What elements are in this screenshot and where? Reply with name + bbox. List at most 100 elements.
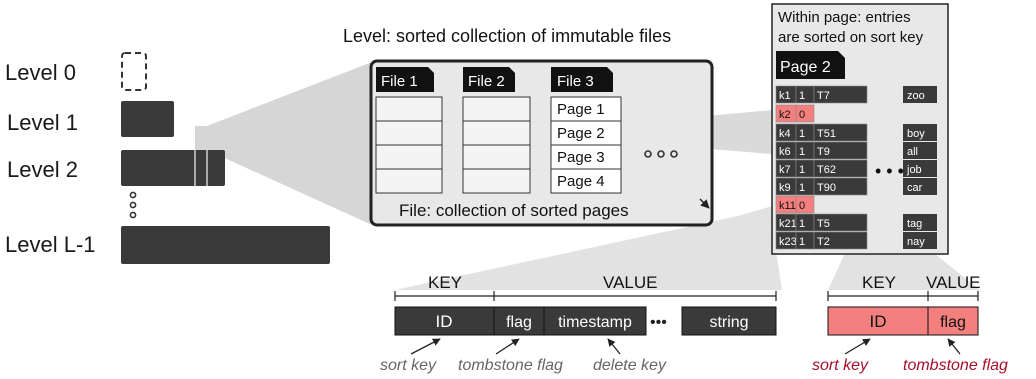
entry-key: k9 xyxy=(779,182,791,194)
entry-value: all xyxy=(907,146,918,158)
entry-row: k1 1 T7 zoo xyxy=(775,85,937,104)
levelL1-bar xyxy=(121,226,330,264)
file3-pages: Page 1 Page 2 Page 3 Page 4 xyxy=(550,96,622,194)
field-ellipsis: ••• xyxy=(650,314,667,331)
flag-field-label: flag xyxy=(506,314,532,331)
entry-row: k7 1 T62 job xyxy=(775,159,937,178)
entry-ts-cell xyxy=(813,231,868,250)
entry-key: k6 xyxy=(779,146,791,158)
timestamp-field xyxy=(543,306,647,336)
tomb-id-field xyxy=(827,306,929,336)
tomb-annotation-arrows xyxy=(844,338,961,355)
page-tab: Page 2 xyxy=(776,51,845,79)
entry-value-cell xyxy=(903,214,937,231)
entry-flag: 1 xyxy=(799,90,805,102)
level-label: Level L-1 xyxy=(5,232,96,257)
entry-flag: 1 xyxy=(799,146,805,158)
level-label: Level 0 xyxy=(5,60,76,85)
key-header: KEY xyxy=(428,273,462,292)
entry-key: k2 xyxy=(779,109,791,121)
entry-key: k21 xyxy=(779,218,797,230)
entry-flag: 1 xyxy=(799,236,805,248)
entry-key: k4 xyxy=(779,128,791,140)
entry-ts: T2 xyxy=(817,236,830,248)
page-view-title: Within page: entries xyxy=(778,9,911,26)
tomb-flag-field xyxy=(927,306,979,336)
file-caption: File: collection of sorted pages xyxy=(399,201,629,220)
entry-value-cell xyxy=(903,142,937,159)
entry-ts-cell xyxy=(813,141,868,160)
entry-ts-cell xyxy=(813,177,868,196)
svg-text:File 3: File 3 xyxy=(557,73,594,90)
entry-value: zoo xyxy=(907,90,925,102)
level2-bar xyxy=(121,150,225,186)
page-view-title: are sorted on sort key xyxy=(778,29,924,46)
entry-ts: T90 xyxy=(817,182,836,194)
horizontal-ellipsis-icon xyxy=(644,150,678,158)
zoom-band-level xyxy=(195,62,372,225)
tomb-annotation: sort key xyxy=(812,357,869,374)
page-label: Page 1 xyxy=(557,101,605,118)
entry-value-cell xyxy=(903,124,937,141)
entry-brackets xyxy=(394,291,777,301)
entry-key: k11 xyxy=(779,200,796,212)
tomb-annotation: tombstone flag xyxy=(903,357,1008,374)
entry-flag: 1 xyxy=(799,164,805,176)
tomb-id-label: ID xyxy=(870,312,887,331)
entry-value: job xyxy=(906,164,922,176)
entry-row: k6 1 T9 all xyxy=(775,141,937,160)
svg-text:File 2: File 2 xyxy=(468,73,505,90)
level-label: Level 1 xyxy=(7,110,78,135)
entry-flag: 1 xyxy=(799,128,805,140)
entry-value-cell xyxy=(903,86,937,103)
annotation: delete key xyxy=(593,357,667,374)
entry-value: car xyxy=(907,182,923,194)
value-header: VALUE xyxy=(603,273,658,292)
level-view-title: Level: sorted collection of immutable fi… xyxy=(343,26,671,46)
entry-value: tag xyxy=(907,218,922,230)
entry-value-cell xyxy=(903,232,937,249)
level0-empty-box xyxy=(121,52,147,91)
tomb-brackets xyxy=(827,291,979,301)
entry-ts-cell xyxy=(813,85,868,104)
resize-arrow-icon xyxy=(699,198,710,209)
level1-bar xyxy=(121,101,174,137)
entry-ts: T51 xyxy=(817,128,836,140)
annotation: sort key xyxy=(380,357,437,374)
page-label: Page 4 xyxy=(557,173,605,190)
annotation-arrows xyxy=(410,338,621,355)
string-field-label: string xyxy=(709,314,748,331)
level-view-panel xyxy=(369,59,714,227)
entry-flag-cell xyxy=(795,104,815,123)
file-pages xyxy=(462,96,531,194)
svg-text:Page 2: Page 2 xyxy=(780,59,831,76)
id-field xyxy=(394,306,495,336)
entry-value: nay xyxy=(907,236,925,248)
entry-ts-cell xyxy=(813,213,868,232)
entry-value-cell xyxy=(903,178,937,195)
entry-value-cell xyxy=(903,160,937,177)
file-tab: File 2 xyxy=(463,67,515,92)
annotation: tombstone flag xyxy=(458,357,563,374)
file-tab: File 1 xyxy=(376,67,434,92)
entry-ts: T62 xyxy=(817,164,836,176)
entry-key: k23 xyxy=(779,236,797,248)
file-pages xyxy=(375,96,443,194)
level-label: Level 2 xyxy=(7,157,78,182)
page-label: Page 3 xyxy=(557,149,605,166)
entry-key: k1 xyxy=(779,90,791,102)
entry-ts: T9 xyxy=(817,146,830,158)
svg-text:File 1: File 1 xyxy=(381,73,418,90)
entry-ts: T5 xyxy=(817,218,830,230)
timestamp-field-label: timestamp xyxy=(558,314,632,331)
entry-ts: T7 xyxy=(817,90,830,102)
entry-key: k7 xyxy=(779,164,791,176)
entry-ts-cell xyxy=(813,123,868,142)
